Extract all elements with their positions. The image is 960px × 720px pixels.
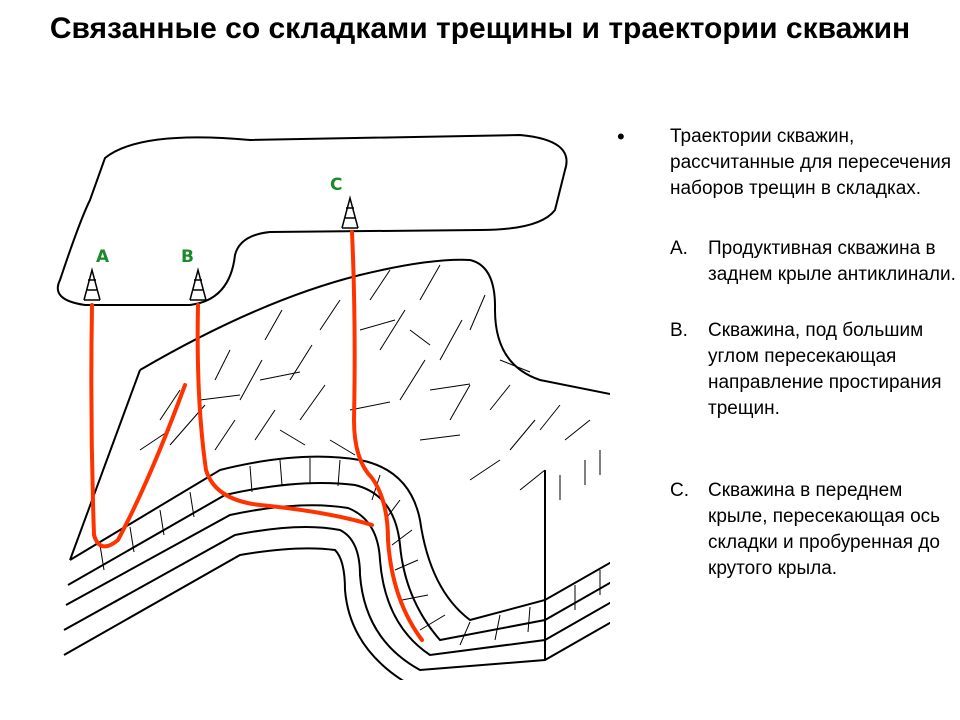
well-label-c: C (330, 175, 342, 195)
fractures (139, 264, 591, 491)
item-marker: C. (670, 480, 689, 501)
ground-surface (56, 133, 568, 306)
well-label-b: B (181, 247, 194, 267)
item-text: Продуктивная скважина в заднем крыле ант… (708, 238, 956, 285)
trajectory-c (350, 230, 424, 642)
lead-text: Траектории скважин, рассчитанные для пер… (670, 126, 952, 199)
fold-layers (63, 455, 610, 680)
trajectory-a (89, 303, 187, 549)
well-label-a: A (96, 247, 110, 267)
block-left-edge (69, 369, 141, 561)
fold-diagram: A B C (56, 133, 610, 680)
bullet-icon: • (617, 124, 625, 149)
item-marker: B. (670, 320, 688, 341)
derrick-b (189, 267, 207, 301)
item-text: Скважина, под большим углом пересекающая… (708, 320, 942, 419)
item-marker: A. (670, 238, 688, 259)
fold-top-surface (60, 259, 610, 560)
fold-surface-outline (139, 258, 610, 396)
item-text: Скважина в переднем крыле, пересекающая … (708, 480, 941, 579)
page-title: Связанные со складками трещины и траекто… (49, 12, 911, 45)
trajectory-b (195, 303, 374, 527)
derrick-c (341, 195, 359, 229)
well-trajectories (89, 230, 424, 642)
layer-hatching (99, 450, 601, 646)
derrick-a (83, 267, 101, 301)
